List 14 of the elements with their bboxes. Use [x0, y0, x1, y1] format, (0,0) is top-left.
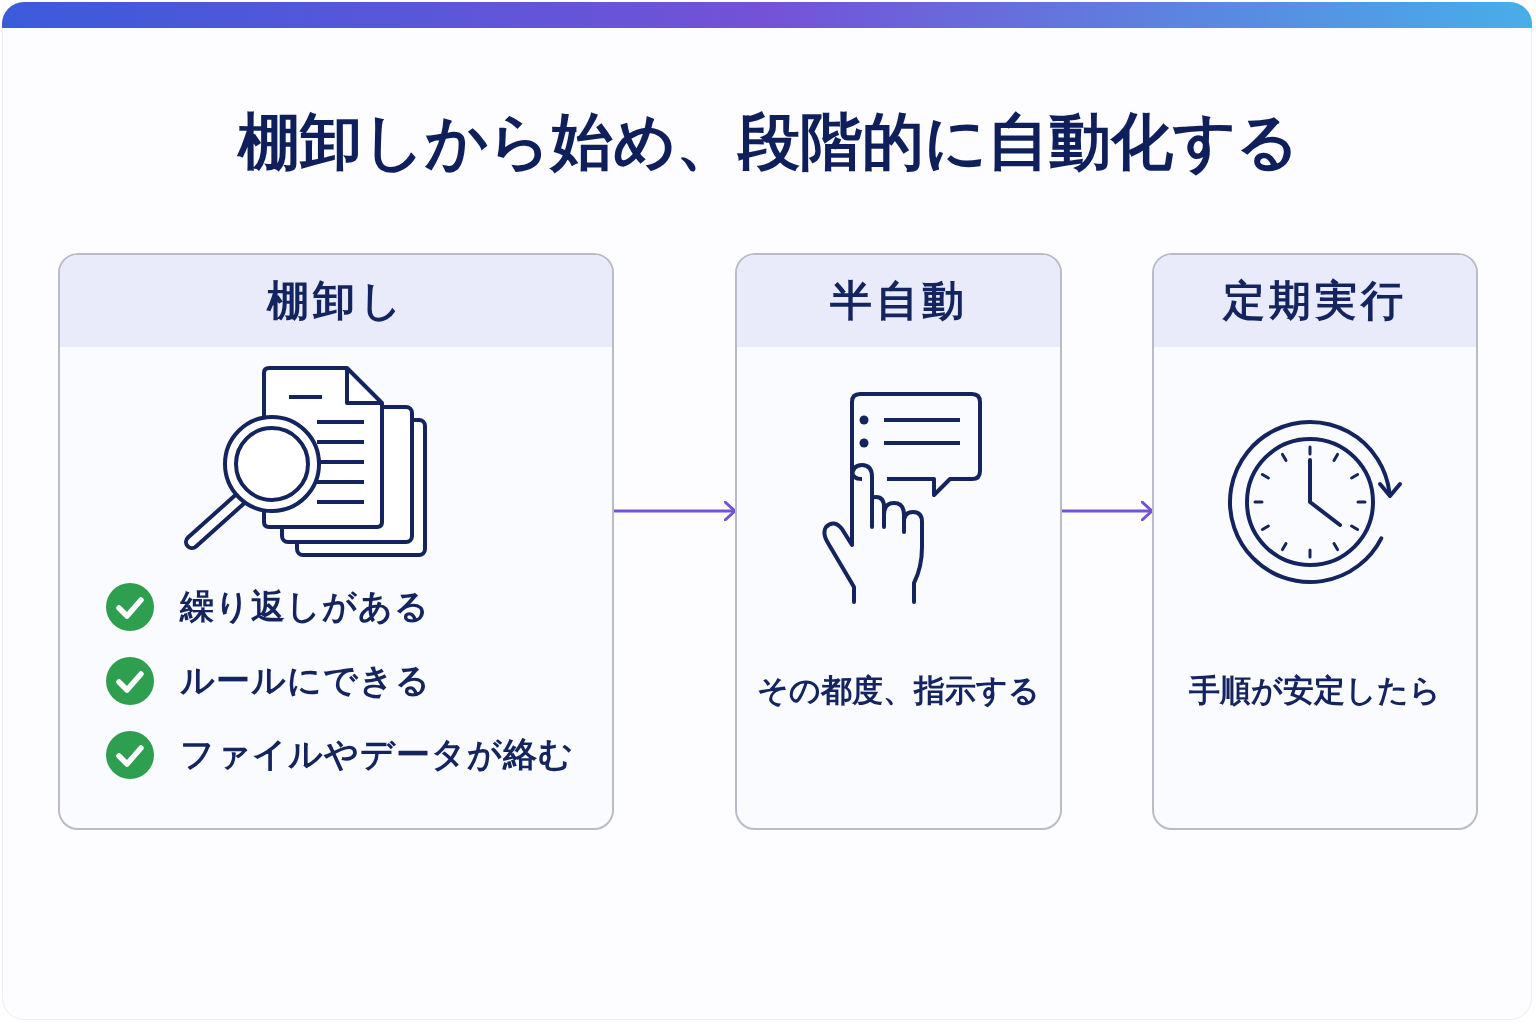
- step-card: [735, 253, 1062, 830]
- arrow: [612, 500, 737, 522]
- card-header: 棚卸し: [60, 255, 612, 347]
- checklist-item: ファイルやデータが絡む: [180, 733, 574, 776]
- checklist-item: ルールにできる: [180, 659, 431, 702]
- step-card: [1152, 253, 1478, 830]
- card-text: 手順が安定したら: [1188, 671, 1442, 710]
- card-header: 半自動: [737, 255, 1060, 347]
- checklist-item: 繰り返しがある: [180, 585, 430, 628]
- arrow: [1060, 500, 1154, 522]
- step-card: [58, 253, 614, 830]
- card-text: その都度、指示する: [756, 671, 1041, 710]
- card-header: 定期実行: [1154, 255, 1476, 347]
- title: 棚卸しから始め、段階的に自動化する: [237, 104, 1299, 180]
